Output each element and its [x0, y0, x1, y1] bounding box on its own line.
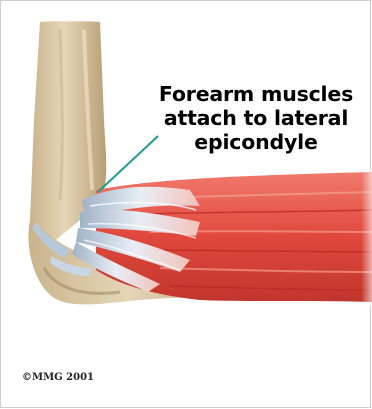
caption-line-3: epicondyle — [150, 130, 362, 154]
caption-line-2: attach to lateral — [150, 106, 362, 130]
caption-line-1: Forearm muscles — [150, 82, 362, 106]
diagram-caption: Forearm muscles attach to lateral epicon… — [150, 82, 362, 154]
copyright-text: ©MMG 2001 — [22, 372, 94, 383]
